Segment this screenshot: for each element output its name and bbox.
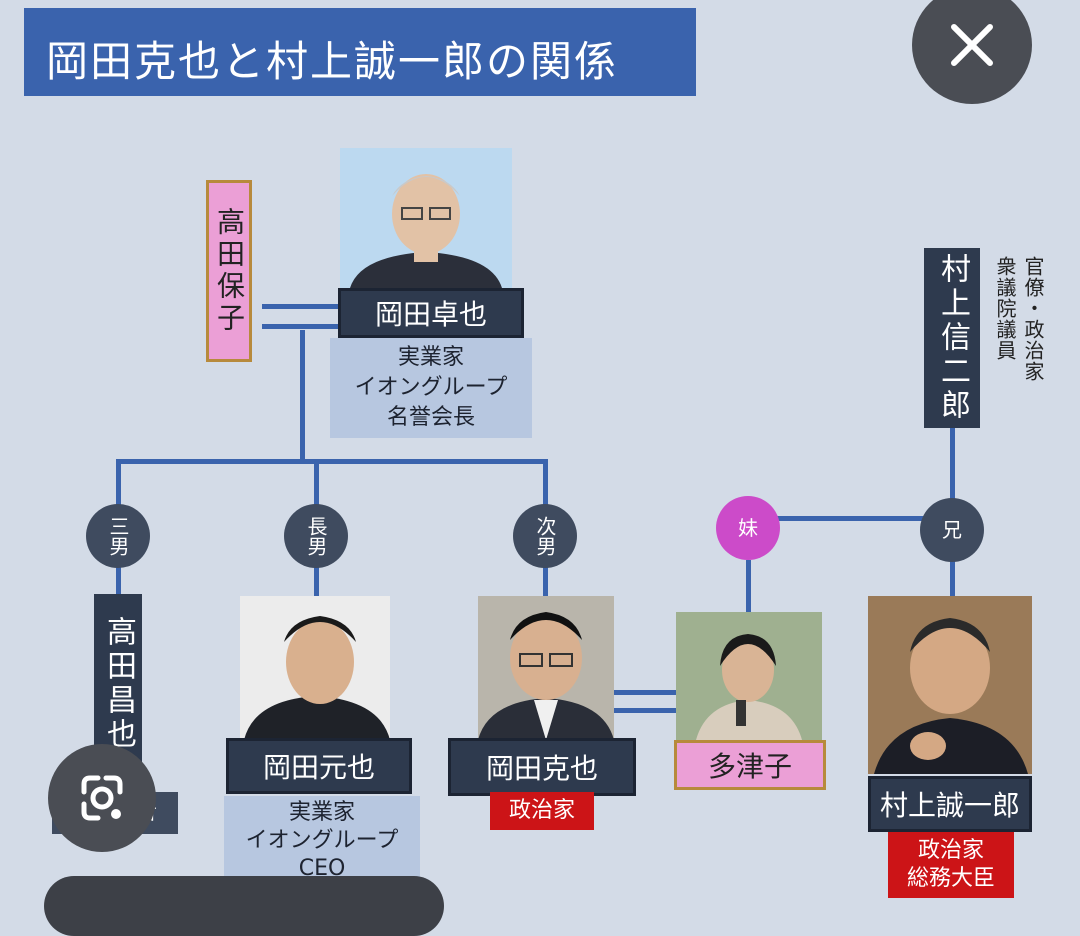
son2-photo (478, 596, 614, 740)
son1-name: 岡田元也 (226, 738, 412, 794)
family-trunk-line (300, 330, 305, 462)
grandfather-note-line-2: 衆議院議員 (993, 256, 1017, 361)
son3-name: 高田昌也 (94, 594, 142, 774)
father-name: 岡田卓也 (338, 288, 524, 338)
drop-son2 (543, 562, 548, 598)
close-icon (951, 24, 993, 66)
diagram-title: 岡田克也と村上誠一郎の関係 (24, 8, 696, 96)
son2-name: 岡田克也 (448, 738, 636, 796)
son1-info: 実業家 イオングループ CEO (224, 796, 420, 886)
drop-son1 (314, 562, 319, 598)
father-photo (340, 148, 512, 288)
son2-role: 政治家 (490, 792, 594, 830)
couple-line-top (612, 690, 676, 695)
drop-brother (950, 560, 955, 600)
brother-name: 村上誠一郎 (868, 776, 1032, 832)
branch-son1 (314, 459, 319, 507)
branch-son2 (543, 459, 548, 507)
relation-badge-son2: 次男 (513, 504, 577, 568)
close-button[interactable] (912, 0, 1032, 104)
branch-son3 (116, 459, 121, 507)
marriage-line-bottom (262, 324, 342, 329)
children-bar-line (116, 459, 548, 464)
mother-name: 高田保子 (206, 180, 252, 362)
marriage-line-top (262, 304, 342, 309)
couple-line-bottom (612, 708, 676, 713)
brother-role-line-1: 政治家 (917, 838, 984, 863)
sibling-line (748, 516, 952, 521)
father-info-line-1: 実業家 (397, 345, 464, 370)
father-info-line-2: イオングループ (354, 375, 508, 400)
grandfather-name: 村上信二郎 (924, 248, 980, 428)
brother-role-line-2: 総務大臣 (906, 866, 995, 891)
father-info-line-3: 名誉会長 (386, 405, 475, 430)
wife-name: 多津子 (674, 740, 826, 790)
wife-photo (676, 612, 822, 740)
brother-role: 政治家 総務大臣 (888, 832, 1014, 898)
brother-photo (868, 596, 1032, 774)
son1-info-line-1: 実業家 (288, 800, 355, 825)
son1-photo (240, 596, 390, 740)
relation-badge-son3: 三男 (86, 504, 150, 568)
bottom-overlay-bar[interactable] (44, 876, 444, 936)
son1-info-line-2: イオングループ (245, 828, 399, 853)
drop-son3 (116, 562, 121, 598)
google-lens-icon (81, 775, 123, 821)
relation-badge-wife: 妹 (716, 496, 780, 560)
relation-badge-son1: 長男 (284, 504, 348, 568)
relation-badge-brother: 兄 (920, 498, 984, 562)
grandfather-note-line-1: 官僚・政治家 (1021, 256, 1045, 382)
father-info: 実業家 イオングループ 名誉会長 (330, 338, 532, 438)
branch-grandfather (950, 428, 955, 518)
drop-wife (746, 560, 751, 612)
lens-search-button[interactable] (48, 744, 156, 852)
